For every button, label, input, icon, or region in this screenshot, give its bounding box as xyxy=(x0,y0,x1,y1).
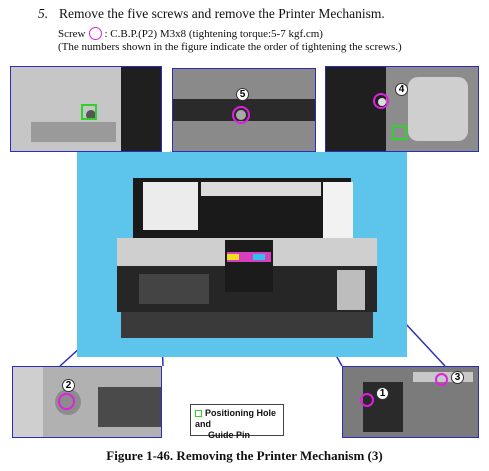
screw-spec-text: : C.B.P.(P2) M3x8 (tightening torque:5-7… xyxy=(104,28,323,40)
inset-bottom-right: 1 3 xyxy=(342,366,479,438)
step-number: 5. xyxy=(38,6,49,21)
inset-top-left-illustration xyxy=(11,67,161,151)
guide-pin-marker xyxy=(392,125,407,140)
legend-line-2: Guide Pin xyxy=(208,430,251,440)
inset-top-right: 4 xyxy=(325,66,479,152)
screw-marker-3 xyxy=(435,373,448,386)
tightening-order-note: (The numbers shown in the figure indicat… xyxy=(58,41,402,53)
screw-marker-1 xyxy=(360,393,374,407)
screw-number-5: 5 xyxy=(236,88,249,101)
inset-top-center-illustration xyxy=(173,69,315,151)
screw-marker-4 xyxy=(373,93,389,109)
positioning-hole-marker xyxy=(81,104,97,120)
step-text: Remove the five screws and remove the Pr… xyxy=(59,6,385,21)
inset-top-left xyxy=(10,66,162,152)
screw-number-3: 3 xyxy=(451,371,464,384)
screw-marker-2 xyxy=(58,393,75,410)
screw-circle-icon xyxy=(88,27,102,40)
legend-box: Positioning Hole and Guide Pin xyxy=(190,404,284,440)
screw-number-2: 2 xyxy=(62,379,75,392)
screw-number-1: 1 xyxy=(376,387,389,400)
figure-caption: Figure 1-46. Removing the Printer Mechan… xyxy=(106,448,383,463)
screw-label: Screw xyxy=(58,28,86,40)
inset-bottom-left-illustration xyxy=(13,367,161,437)
legend-line-1: Positioning Hole and xyxy=(195,408,276,429)
inset-top-center: 5 xyxy=(172,68,316,152)
inset-bottom-left: 2 xyxy=(12,366,162,438)
pin-square-icon xyxy=(195,410,202,417)
screw-marker-5 xyxy=(232,106,250,124)
printer-mechanism-illustration xyxy=(117,178,377,338)
step-instruction: 5. Remove the five screws and remove the … xyxy=(38,6,385,22)
printer-photo xyxy=(77,152,407,357)
inset-top-right-illustration xyxy=(326,67,478,151)
screw-number-4: 4 xyxy=(395,83,408,96)
screw-spec: Screw : C.B.P.(P2) M3x8 (tightening torqu… xyxy=(58,27,323,41)
